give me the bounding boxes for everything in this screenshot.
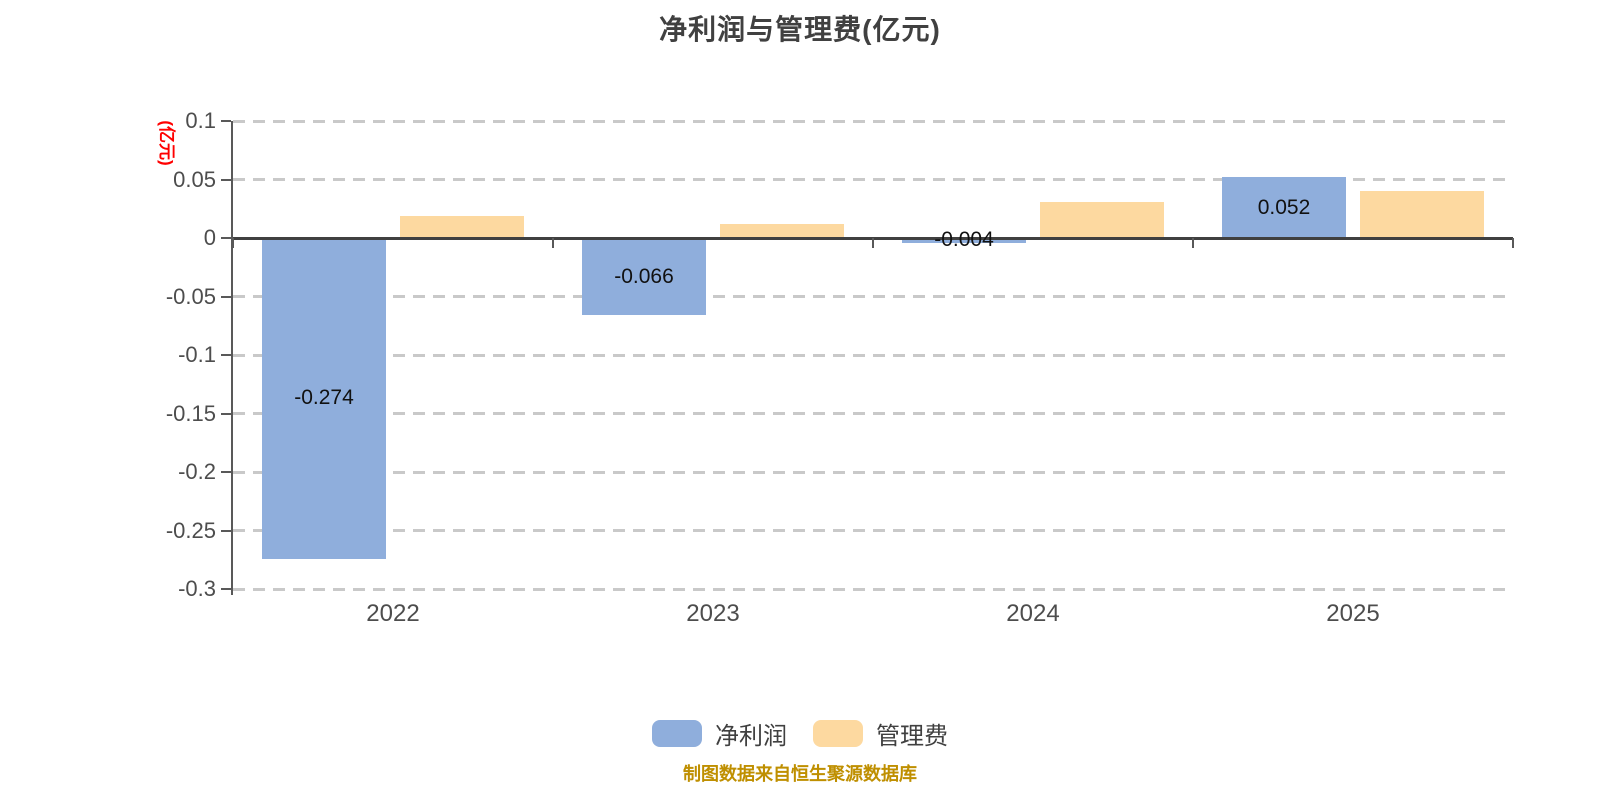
y-tick-label: -0.1 — [178, 342, 216, 367]
gridline--0.05 — [233, 295, 1513, 298]
bar-value-label-2023: -0.066 — [614, 264, 674, 288]
y-axis-line — [231, 121, 233, 595]
x-axis-tick — [552, 238, 554, 248]
y-tick-label: -0.2 — [178, 459, 216, 484]
gridline-0.05 — [233, 178, 1513, 181]
legend-swatch-管理费 — [813, 720, 863, 747]
gridline--0.3 — [233, 587, 1513, 591]
bar-管理费-2025 — [1360, 191, 1484, 238]
bar-管理费-2022 — [400, 215, 524, 238]
x-axis-tick — [872, 238, 874, 248]
y-axis-tick--0.25 — [221, 529, 231, 532]
legend-swatch-净利润 — [652, 720, 702, 747]
bar-净利润-2022 — [262, 238, 386, 559]
y-tick-label: -0.05 — [165, 283, 216, 309]
gridline--0.2 — [233, 470, 1513, 474]
bar-value-label-2025: 0.052 — [1257, 195, 1311, 219]
x-axis-tick — [1192, 238, 1194, 248]
y-tick-label: 0.1 — [185, 108, 216, 133]
bar-净利润-2023 — [582, 238, 706, 316]
x-axis-label-2023: 2023 — [686, 600, 740, 627]
y-axis-tick-0.05 — [221, 178, 231, 181]
y-axis-tick--0.15 — [221, 412, 231, 415]
legend-item-净利润: 净利润 — [652, 716, 787, 751]
y-tick-label: -0.25 — [165, 517, 216, 543]
y-tick-label: -0.3 — [178, 576, 216, 601]
x-axis-label-2025: 2025 — [1326, 600, 1380, 627]
x-axis-label-2024: 2024 — [1006, 600, 1060, 627]
x-axis-tick-labels: 2022 2023 2024 2025 — [233, 600, 1513, 634]
bar-value-label-2024: -0.004 — [934, 228, 994, 252]
gridline--0.15 — [233, 412, 1513, 415]
bar-value-label-2022: -0.274 — [294, 386, 354, 410]
bar-净利润-2024 — [902, 238, 1026, 243]
legend-item-管理费: 管理费 — [813, 716, 948, 751]
gridline--0.1 — [233, 353, 1513, 357]
chart-title: 净利润与管理费(亿元) — [659, 14, 941, 45]
x-axis-label-2022: 2022 — [366, 600, 420, 627]
y-axis-tick-0 — [221, 237, 231, 239]
bar-管理费-2024 — [1040, 201, 1164, 238]
legend-label: 净利润 — [715, 723, 787, 750]
y-tick-label: 0 — [203, 225, 216, 250]
data-source-note: 制图数据来自恒生聚源数据库 — [683, 764, 917, 784]
y-axis-tick--0.1 — [221, 354, 231, 356]
y-tick-label: 0.05 — [173, 166, 216, 192]
gridline-0.1 — [233, 119, 1513, 123]
y-axis-tick-0.1 — [221, 120, 231, 122]
bar-净利润-2025 — [1222, 177, 1346, 238]
y-axis-tick--0.2 — [221, 471, 231, 473]
y-axis-tick-labels: 0.1 0.05 0 -0.05 -0.1 -0.15 -0.2 -0.25 -0.3 — [0, 108, 216, 601]
y-axis-tick--0.3 — [221, 588, 231, 590]
y-axis-tick--0.05 — [221, 295, 231, 298]
gridline--0.25 — [233, 529, 1513, 532]
bar-管理费-2023 — [720, 223, 844, 238]
plot-area: -0.274 -0.066 -0.004 0.052 — [221, 119, 1514, 595]
legend: 净利润 管理费 — [0, 716, 1600, 751]
legend-label: 管理费 — [876, 723, 948, 750]
x-axis-tick — [1512, 238, 1514, 248]
x-axis-tick — [232, 238, 234, 248]
y-tick-label: -0.15 — [165, 400, 216, 426]
